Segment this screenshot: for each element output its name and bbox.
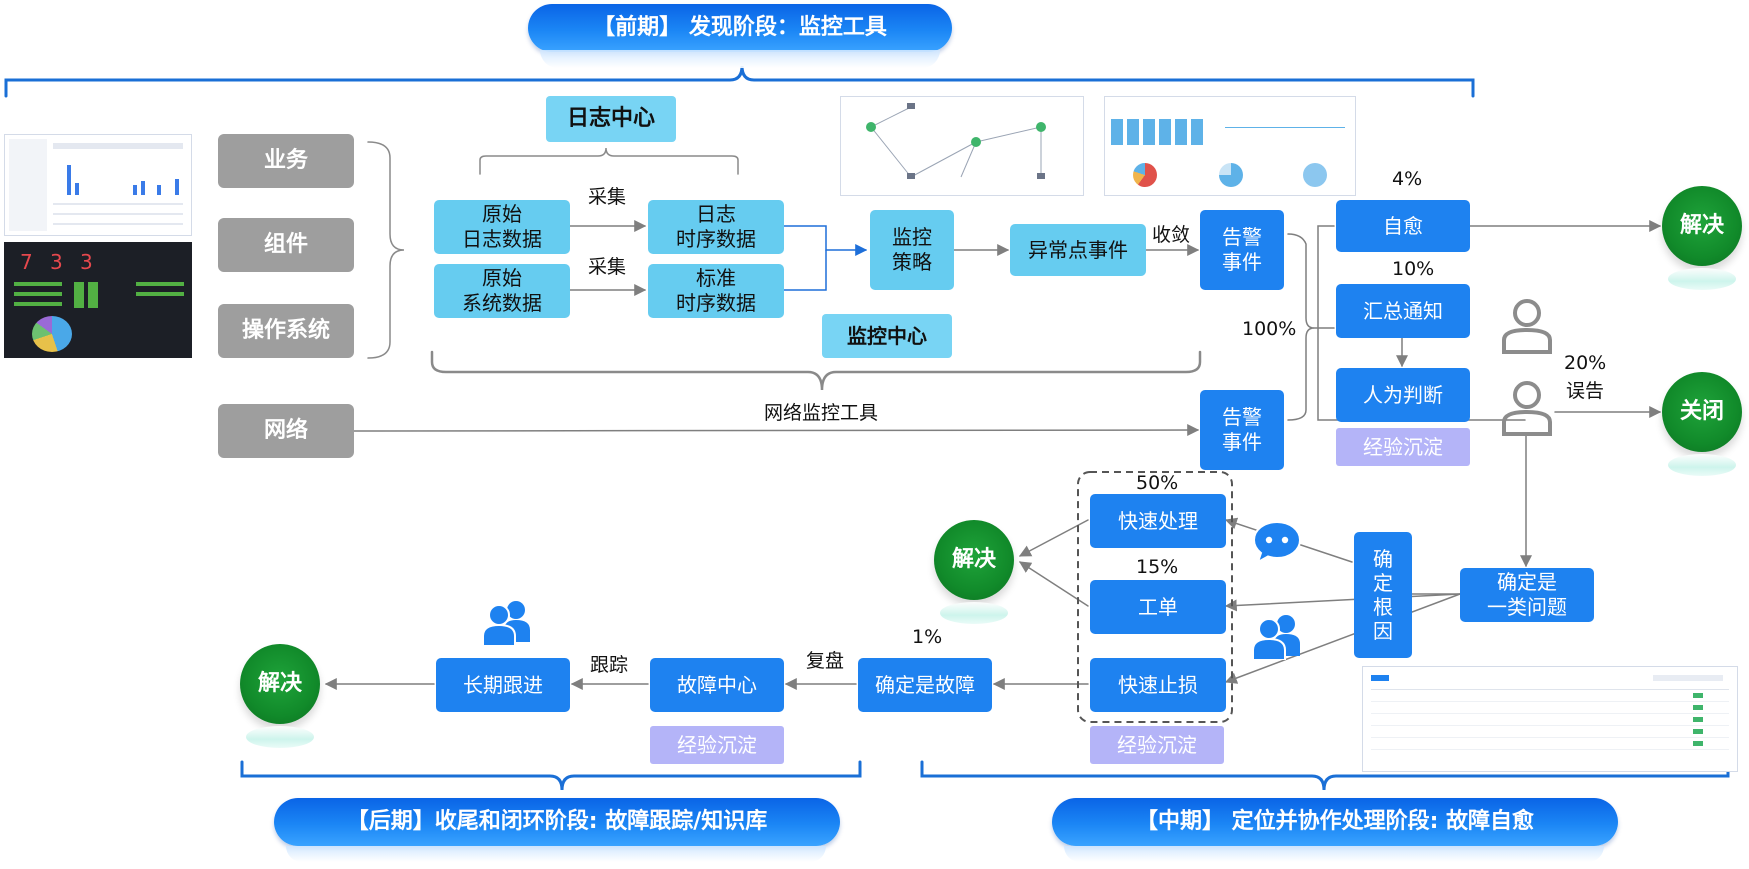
manual-judgement: 人为判断 xyxy=(1336,368,1470,422)
converge-label: 收敛 xyxy=(1152,224,1191,246)
collect-label: 采集 xyxy=(588,186,627,208)
dashboard-digit: 3 xyxy=(50,250,63,274)
late-phase-bracket xyxy=(240,760,862,791)
close-reflection xyxy=(1668,454,1736,476)
notify-percent: 10% xyxy=(1392,258,1435,280)
fault-percent: 1% xyxy=(912,626,943,648)
dashboard-digit: 7 xyxy=(20,250,33,274)
people-group-icon xyxy=(1252,615,1300,660)
raw-log-data: 原始 日志数据 xyxy=(434,200,570,254)
resolve-reflection xyxy=(246,726,314,748)
self-heal: 自愈 xyxy=(1336,200,1470,252)
dashboard-thumbnail-dark: 7 3 3 xyxy=(4,242,192,358)
early-phase-banner: 【前期】 发现阶段：监控工具 xyxy=(528,4,952,52)
person-icon xyxy=(1502,381,1552,436)
raw-system-data: 原始 系统数据 xyxy=(434,264,570,318)
confirm-fault: 确定是故障 xyxy=(858,658,992,712)
sources-brace xyxy=(367,141,405,359)
source-component: 组件 xyxy=(218,218,354,272)
fast-handle-percent: 50% xyxy=(1136,472,1179,494)
self-heal-percent: 4% xyxy=(1392,168,1423,190)
false-alarm-percent: 20% xyxy=(1564,352,1607,374)
resolve-circle-middle: 解决 xyxy=(934,520,1014,600)
topology-thumbnail xyxy=(840,96,1084,196)
ticket-percent: 15% xyxy=(1136,556,1179,578)
dashboard-thumbnail-light xyxy=(4,134,192,236)
alert-event-2: 告警 事件 xyxy=(1200,390,1284,470)
resolve-circle-top: 解决 xyxy=(1662,186,1742,266)
anomaly-event: 异常点事件 xyxy=(1010,224,1146,276)
resolve-reflection xyxy=(940,602,1008,624)
summary-notify: 汇总通知 xyxy=(1336,284,1470,338)
early-phase-bracket xyxy=(4,65,1475,98)
chat-bubble-icon xyxy=(1252,520,1302,565)
log-center-title: 日志中心 xyxy=(546,96,676,142)
late-phase-banner: 【后期】收尾和闭环阶段: 故障跟踪/知识库 xyxy=(274,798,840,846)
middle-banner-reflection xyxy=(1064,846,1604,862)
alert-event-1: 告警 事件 xyxy=(1200,210,1284,290)
quick-stop-loss: 快速止损 xyxy=(1090,658,1226,712)
person-icon xyxy=(1502,299,1552,354)
metrics-thumbnail xyxy=(1104,96,1356,196)
experience-accumulation: 经验沉淀 xyxy=(1336,428,1470,466)
source-business: 业务 xyxy=(218,134,354,188)
false-alarm-label: 误告 xyxy=(1566,380,1605,402)
late-banner-reflection xyxy=(286,846,826,862)
experience-accumulation: 经验沉淀 xyxy=(1090,726,1224,764)
network-tool-label: 网络监控工具 xyxy=(764,402,879,424)
monitor-center-title: 监控中心 xyxy=(822,314,952,358)
source-network: 网络 xyxy=(218,404,354,458)
resolve-circle-bottom: 解决 xyxy=(240,644,320,724)
fault-center: 故障中心 xyxy=(650,658,784,712)
collect-label: 采集 xyxy=(588,256,627,278)
middle-phase-banner: 【中期】 定位并协作处理阶段: 故障自愈 xyxy=(1052,798,1618,846)
monitor-strategy: 监控 策略 xyxy=(870,210,954,290)
action-group-frame xyxy=(1077,471,1233,723)
same-issue-confirm: 确定是 一类问题 xyxy=(1460,568,1594,622)
close-circle: 关闭 xyxy=(1662,372,1742,452)
log-timeseries-data: 日志 时序数据 xyxy=(648,200,784,254)
total-percent: 100% xyxy=(1242,318,1297,340)
ticket-table-thumbnail xyxy=(1362,666,1738,772)
early-banner-reflection xyxy=(540,50,940,68)
dashboard-digit: 3 xyxy=(80,250,93,274)
review-label: 复盘 xyxy=(806,650,845,672)
ticket: 工单 xyxy=(1090,580,1226,634)
source-os: 操作系统 xyxy=(218,304,354,358)
log-center-brace xyxy=(479,147,739,175)
confirm-root-cause: 确 定 根 因 xyxy=(1354,532,1412,658)
middle-phase-bracket xyxy=(920,760,1730,791)
experience-accumulation: 经验沉淀 xyxy=(650,726,784,764)
people-group-icon xyxy=(482,601,530,646)
monitor-brace xyxy=(430,350,1202,391)
track-label: 跟踪 xyxy=(590,654,629,676)
long-term-follow-up: 长期跟进 xyxy=(436,658,570,712)
fast-handle: 快速处理 xyxy=(1090,494,1226,548)
resolve-reflection xyxy=(1668,268,1736,290)
standard-timeseries-data: 标准 时序数据 xyxy=(648,264,784,318)
